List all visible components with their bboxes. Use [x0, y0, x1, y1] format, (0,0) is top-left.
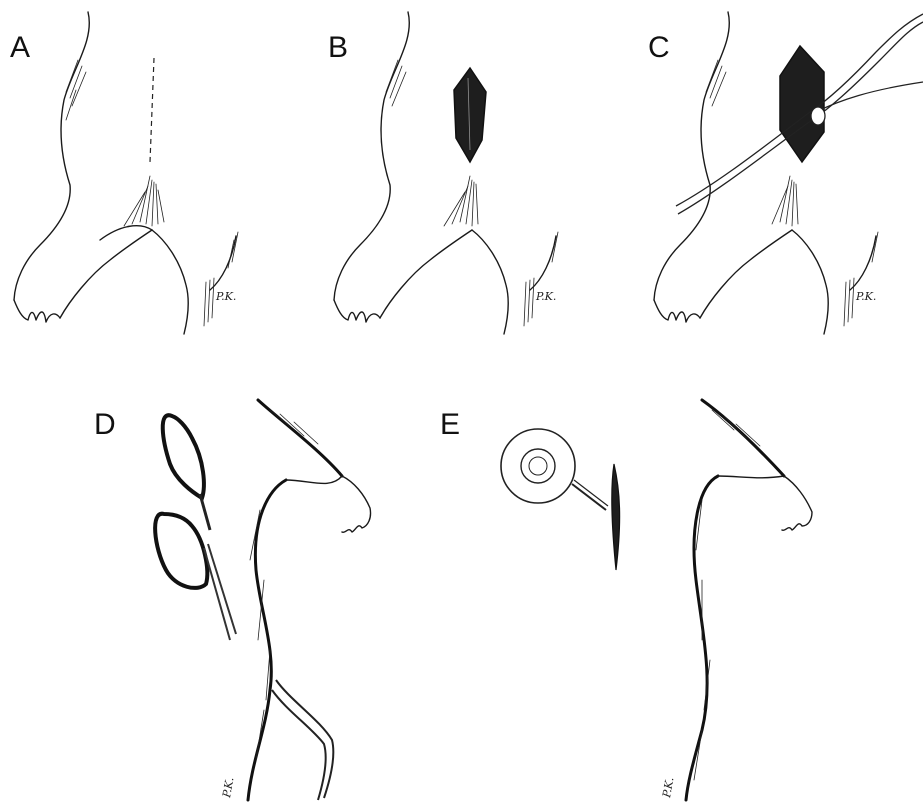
- panel-label-c: C: [648, 33, 670, 63]
- panel-label-d: D: [94, 410, 116, 440]
- panel-label-e: E: [440, 410, 460, 440]
- artist-initials-b: P.K.: [535, 290, 556, 303]
- panel-label-a: A: [10, 33, 30, 63]
- hatch-groin-a: [124, 176, 164, 226]
- scissors-icon: [155, 415, 236, 640]
- panel-a: A: [0, 0, 300, 350]
- artist-initials-e: P.K.: [660, 776, 677, 799]
- limb-illustration-c: P.K.: [640, 0, 923, 350]
- panel-b: B: [320, 0, 620, 350]
- tissue-loop-d: [276, 680, 333, 798]
- artist-initials-c: P.K.: [855, 290, 876, 303]
- incision-opening-c: [780, 46, 824, 162]
- limb-illustration-d: P.K.: [80, 380, 420, 806]
- panel-label-b: B: [328, 33, 348, 63]
- magnifier-instrument-icon: [501, 429, 608, 510]
- limb-illustration-a: P.K.: [0, 0, 300, 350]
- incision-dashed-line: [150, 58, 154, 162]
- panel-c: C: [640, 0, 923, 350]
- limb-illustration-e: P.K.: [440, 380, 820, 806]
- limb-illustration-b: P.K.: [320, 0, 620, 350]
- sutured-incision-e: [612, 464, 620, 570]
- artist-initials-d: P.K.: [220, 776, 237, 799]
- panel-e: E: [440, 380, 820, 806]
- panel-d: D: [80, 380, 420, 806]
- artist-initials-a: P.K.: [215, 290, 236, 303]
